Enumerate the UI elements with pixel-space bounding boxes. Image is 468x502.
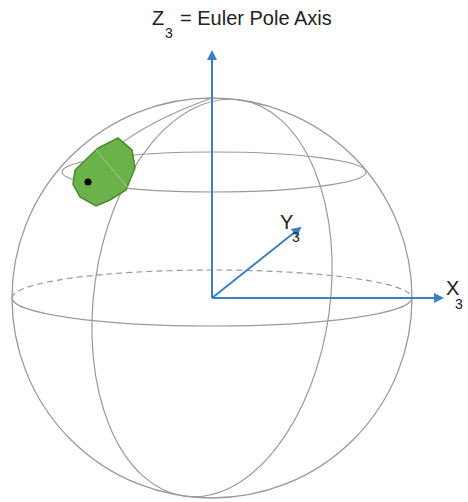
axis-letter: X — [446, 278, 459, 298]
x-axis-arrow — [212, 297, 442, 299]
plate-line — [96, 150, 128, 188]
y-axis-arrow — [212, 228, 300, 298]
equator-front — [12, 298, 412, 326]
tectonic-plate — [73, 138, 135, 206]
meridian-segment — [112, 98, 212, 150]
axis-subscript: 3 — [455, 297, 463, 311]
axis-subscript: 3 — [292, 230, 300, 244]
plate-point — [85, 179, 92, 186]
axis-subscript: 3 — [165, 26, 173, 40]
axis-title: = Euler Pole Axis — [180, 8, 332, 28]
axis-letter: Y — [280, 212, 293, 232]
axis-letter: Z — [152, 8, 164, 28]
z-axis-arrow — [211, 52, 213, 298]
